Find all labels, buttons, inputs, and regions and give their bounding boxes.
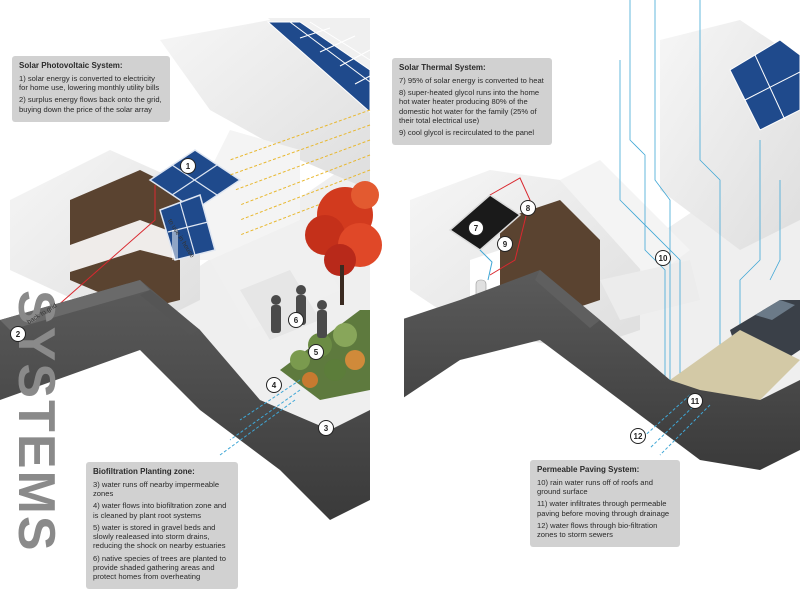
paving-item-12: 12) water flows through bio-filtration z…: [537, 520, 658, 539]
biofiltration-title: Biofiltration Planting zone:: [93, 467, 195, 476]
pv-system-title: Solar Photovoltaic System:: [19, 61, 123, 70]
pv-panels: [148, 149, 242, 261]
bio-item-4: 4) water flows into biofiltration zone a…: [93, 501, 227, 520]
marker-2: 2: [10, 326, 26, 342]
people-silhouettes: [271, 285, 327, 338]
ground-section-left: [0, 280, 370, 520]
bio-item-6: 6) native species of trees are planted t…: [93, 553, 226, 582]
paving-title: Permeable Paving System:: [537, 465, 640, 474]
main-house-left: [10, 130, 340, 340]
marker-3: 3: [318, 420, 334, 436]
paving-item-11: 11) water infiltrates through permeable …: [537, 499, 670, 518]
thermal-item-8: 8) super-heated glycol runs into the hom…: [399, 88, 540, 125]
marker-7: 7: [468, 220, 484, 236]
sun-rays: [229, 109, 371, 236]
pv-item-1: 1) solar energy is converted to electric…: [19, 73, 160, 92]
pv-item-2: 2) surplus energy flows back onto the gr…: [19, 95, 162, 114]
marker-10: 10: [655, 250, 671, 266]
thermal-item-9: 9) cool glycol is recirculated to the pa…: [399, 128, 535, 137]
marker-6: 6: [288, 312, 304, 328]
roof-solar-array-left: [266, 21, 371, 114]
ground-section-right: [400, 270, 800, 470]
thermal-system-title: Solar Thermal System:: [399, 63, 486, 72]
marker-11: 11: [687, 393, 703, 409]
permeable-paving-panel: Permeable Paving System: 10) rain water …: [530, 460, 680, 548]
marker-1: 1: [180, 158, 196, 174]
biofiltration-panel: Biofiltration Planting zone: 3) water ru…: [86, 462, 238, 590]
grid-flow-line: [29, 185, 156, 331]
marker-9: 9: [497, 236, 513, 252]
rain-flow-lines: [619, 0, 781, 420]
permeable-paving: [670, 330, 800, 400]
panel-divider: [396, 0, 404, 600]
paving-item-10: 10) rain water runs off of roofs and gro…: [537, 477, 653, 496]
marker-4: 4: [266, 377, 282, 393]
pv-system-panel: Solar Photovoltaic System: 1) solar ener…: [12, 56, 170, 122]
water-flow-left: [219, 379, 301, 456]
bio-item-3: 3) water runs off nearby impermeable zon…: [93, 479, 220, 498]
thermal-system-panel: Solar Thermal System: 7) 95% of solar en…: [392, 58, 552, 146]
thermal-item-7: 7) 95% of solar energy is converted to h…: [399, 75, 544, 85]
red-tree: [305, 181, 382, 305]
marker-5: 5: [308, 344, 324, 360]
marker-8: 8: [520, 200, 536, 216]
marker-12: 12: [630, 428, 646, 444]
bio-item-5: 5) water is stored in gravel beds and sl…: [93, 522, 226, 551]
background-house-right: [660, 20, 800, 250]
thermal-panel: [448, 194, 522, 251]
